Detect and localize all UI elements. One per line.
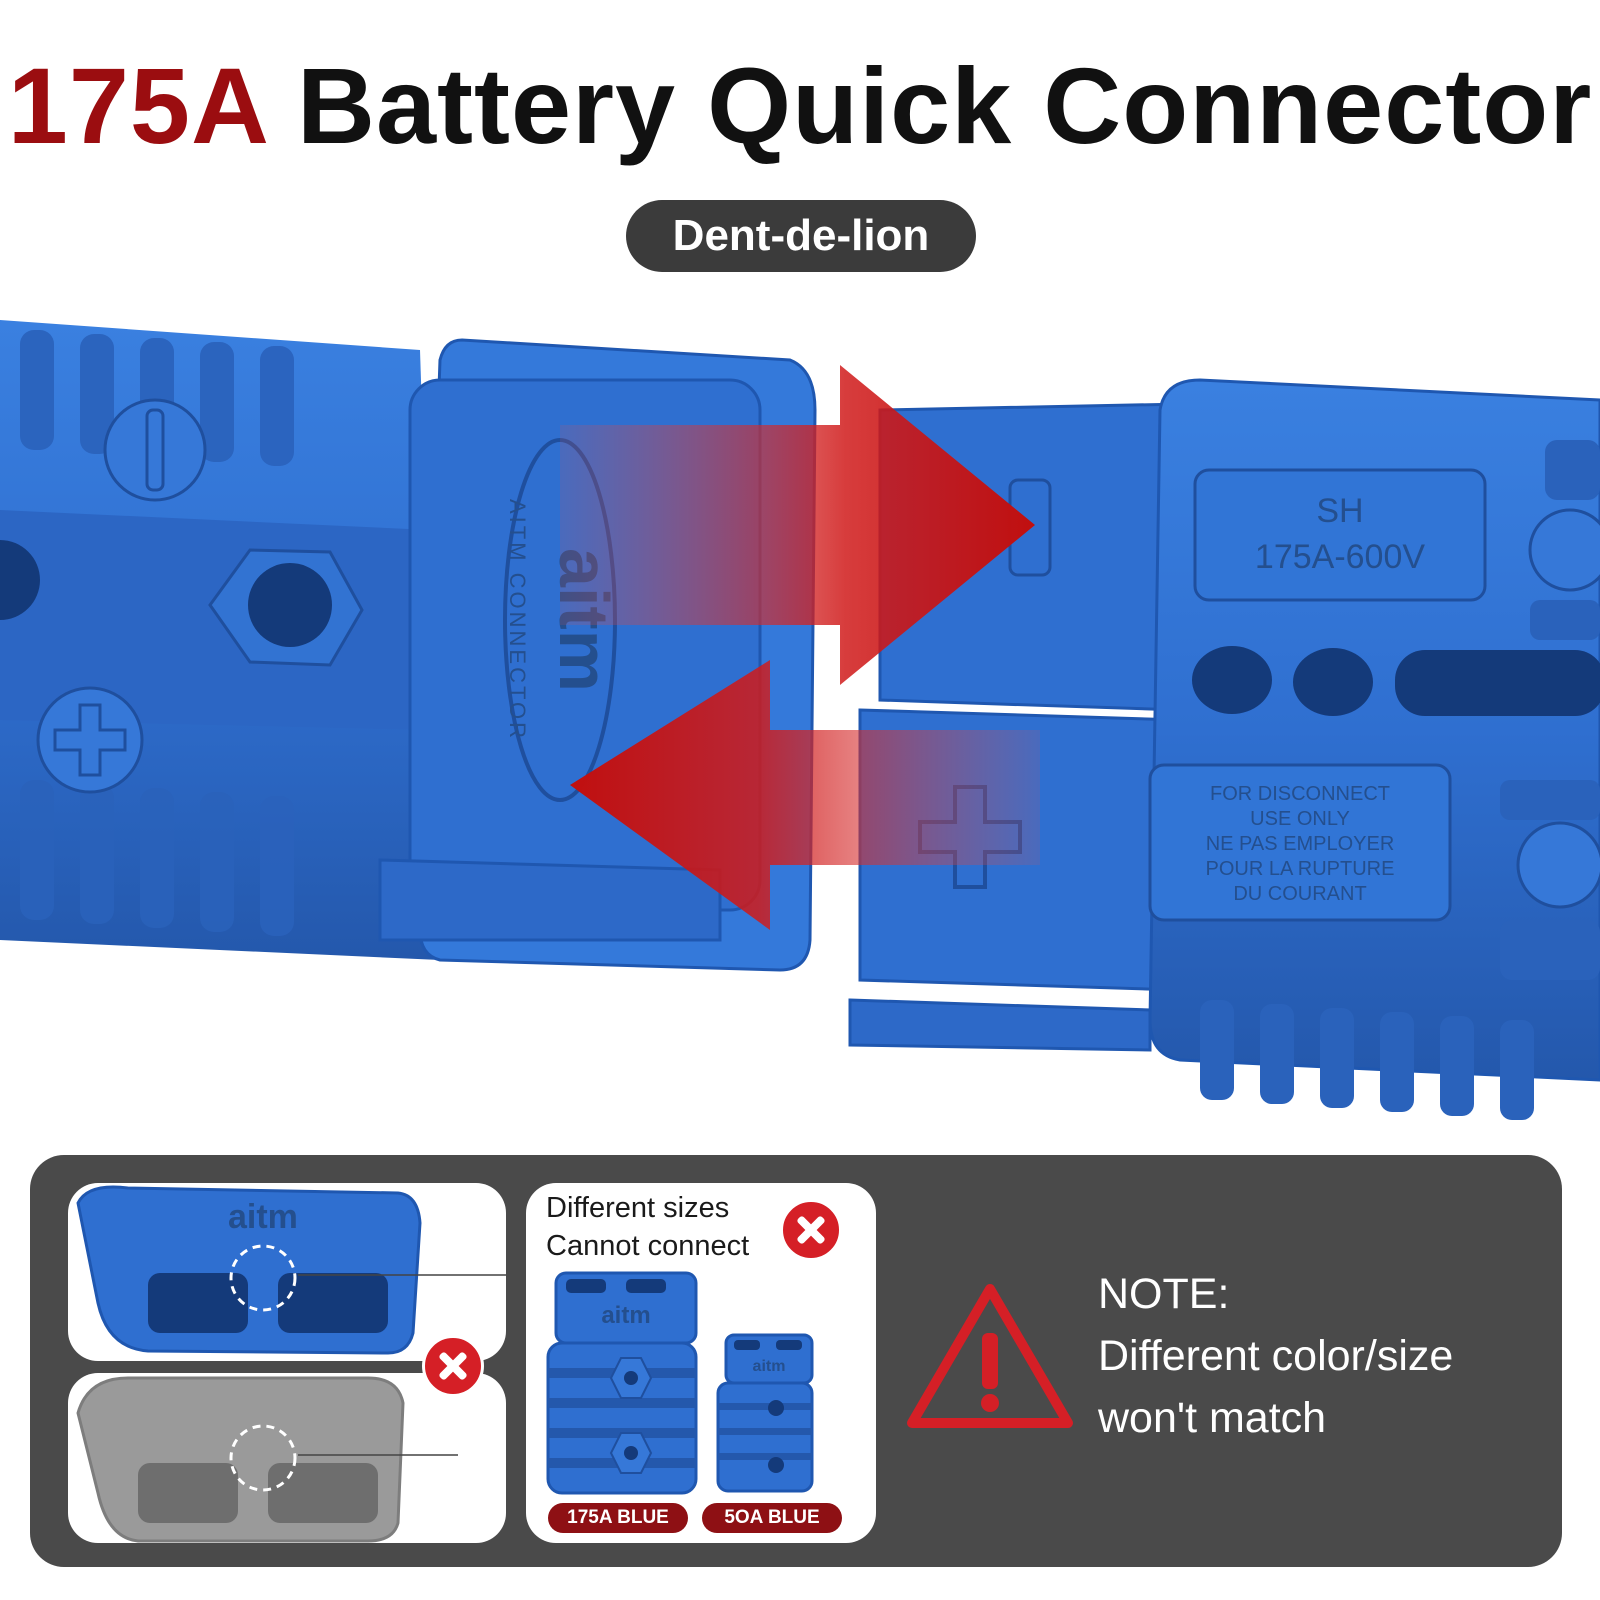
note-line-2: won't match (1098, 1394, 1327, 1442)
connector-illustration: aitm AITM CONNECTOR SH 175A-600V FOR DIS… (0, 320, 1600, 1120)
warning-line-5: DU COURANT (1233, 883, 1366, 905)
color-compare-card-gray (68, 1373, 506, 1543)
connector-50a: aitm (716, 1333, 814, 1493)
color-compare-card-blue: aitm (68, 1183, 506, 1361)
warning-line-4: POUR LA RUPTURE (1206, 858, 1395, 880)
mini-logo-large: aitm (601, 1302, 650, 1329)
note-text: NOTE: Different color/size won't match (1098, 1263, 1548, 1449)
note-line-1: Different color/size (1098, 1332, 1454, 1380)
size-compare-heading: Different sizes Cannot connect (546, 1189, 796, 1265)
right-model-text: SH (1316, 492, 1363, 530)
size-mismatch-x-icon (780, 1199, 842, 1261)
warning-line-2: USE ONLY (1250, 808, 1350, 830)
left-logo-subtext: AITM CONNECTOR (505, 499, 530, 741)
page-title: 175A Battery Quick Connector (0, 52, 1600, 160)
size-heading-line-2: Cannot connect (546, 1230, 750, 1262)
gray-connector-closeup (76, 1376, 458, 1543)
connector-175a: aitm (546, 1271, 698, 1495)
size-compare-illustration: aitm aitm (546, 1271, 814, 1495)
note-label: NOTE: (1098, 1270, 1230, 1318)
arrow-right-icon (560, 365, 1035, 685)
mini-logo-small: aitm (753, 1358, 786, 1375)
blue-connector-closeup: aitm (76, 1185, 506, 1355)
size-heading-line-1: Different sizes (546, 1192, 730, 1224)
warning-line-1: FOR DISCONNECT (1210, 783, 1390, 805)
size-compare-card: Different sizes Cannot connect aitm (526, 1183, 876, 1543)
right-rating-text: 175A-600V (1255, 538, 1425, 576)
brand-badge: Dent-de-lion (626, 200, 976, 272)
comparison-panel: aitm Different sizes Cannot connect aitm (30, 1155, 1562, 1567)
warning-triangle-icon (907, 1284, 1073, 1428)
hero-illustration: aitm AITM CONNECTOR SH 175A-600V FOR DIS… (0, 300, 1600, 1120)
warning-line-3: NE PAS EMPLOYER (1206, 833, 1395, 855)
title-rest: Battery Quick Connector (296, 45, 1593, 166)
arrow-left-icon (570, 660, 1040, 930)
title-accent: 175A (7, 45, 266, 166)
mismatch-x-icon (422, 1335, 484, 1397)
mini-logo-blue: aitm (228, 1198, 298, 1236)
tag-50a: 5OA BLUE (702, 1503, 842, 1533)
tag-175a: 175A BLUE (548, 1503, 688, 1533)
